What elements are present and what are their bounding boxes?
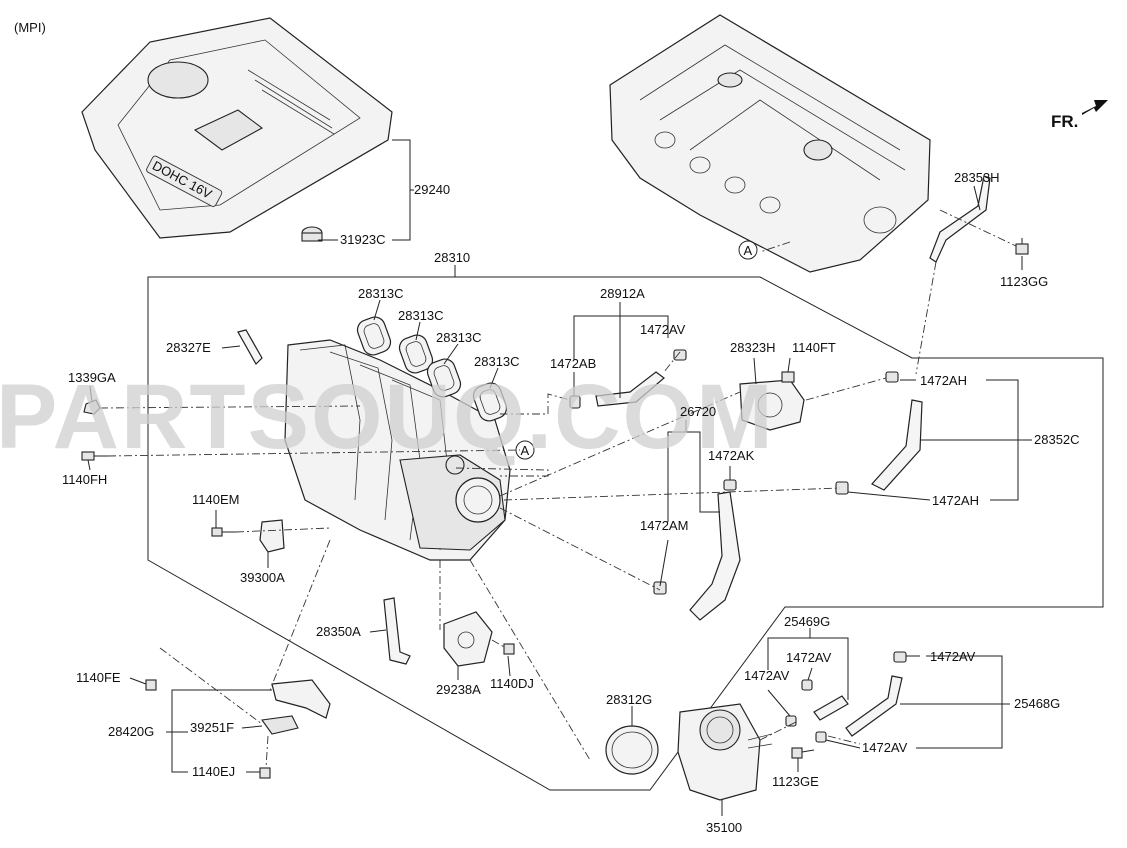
part-label-1472AV-right[interactable]: 1472AV	[930, 649, 976, 664]
part-label-28313C-4[interactable]: 28313C	[474, 354, 520, 369]
clamp-1472AH-top[interactable]	[885, 371, 899, 383]
part-label-1472AH-bottom[interactable]: 1472AH	[932, 493, 979, 508]
part-label-25469G[interactable]: 25469G	[784, 614, 830, 629]
part-label-31923C[interactable]: 31923C	[340, 232, 386, 247]
clamp-1472AV-right[interactable]	[893, 651, 907, 663]
part-label-28313C-2[interactable]: 28313C	[398, 308, 444, 323]
hose-28352C[interactable]	[871, 399, 923, 491]
clamp-1472AV-low[interactable]	[815, 731, 827, 743]
part-label-28352C[interactable]: 28352C	[1034, 432, 1080, 447]
bolt-1140FT[interactable]	[781, 371, 795, 383]
gasket-3[interactable]	[425, 356, 464, 399]
intake-manifold[interactable]	[284, 339, 511, 561]
part-label-1140DJ[interactable]: 1140DJ	[490, 676, 534, 691]
part-label-28420G[interactable]: 28420G	[108, 724, 154, 739]
part-label-1123GE[interactable]: 1123GE	[772, 774, 819, 789]
part-label-1472AV-top[interactable]: 1472AV	[640, 322, 686, 337]
front-direction-label: FR.	[1051, 112, 1078, 131]
part-label-29240[interactable]: 29240	[414, 182, 450, 197]
part-label-28323H[interactable]: 28323H	[730, 340, 776, 355]
hose-28912A[interactable]	[595, 371, 665, 407]
clamp-1472AM[interactable]	[653, 581, 667, 595]
part-label-25468G[interactable]: 25468G	[1014, 696, 1060, 711]
part-label-28912A[interactable]: 28912A	[600, 286, 645, 301]
bracket-28420G[interactable]	[271, 679, 331, 719]
nut-1339GA[interactable]	[83, 399, 101, 415]
ref-marker-A-head: A	[738, 240, 758, 260]
part-label-28313C-1[interactable]: 28313C	[358, 286, 404, 301]
grommet-31923C[interactable]	[301, 226, 323, 242]
part-label-1472AH-top[interactable]: 1472AH	[920, 373, 967, 388]
bolt-1140DJ[interactable]	[503, 643, 515, 655]
leader-lines	[87, 139, 1032, 816]
clamp-1472AV-mid[interactable]	[801, 679, 813, 691]
part-label-28350A[interactable]: 28350A	[316, 624, 361, 639]
pipe-25469G[interactable]	[813, 695, 849, 721]
gasket-2[interactable]	[397, 332, 436, 375]
part-label-28353H[interactable]: 28353H	[954, 170, 1000, 185]
clamp-1472AV-top[interactable]	[673, 349, 687, 361]
part-labels: 29240 31923C 28310 28313C 28313C 28313C …	[62, 170, 1080, 835]
bolt-1123GG[interactable]	[1015, 238, 1029, 255]
part-label-29238A[interactable]: 29238A	[436, 682, 481, 697]
part-label-28327E[interactable]: 28327E	[166, 340, 211, 355]
clamp-1472AH-bottom[interactable]	[835, 481, 849, 495]
part-label-28310[interactable]: 28310	[434, 250, 470, 265]
part-label-1472AB[interactable]: 1472AB	[550, 356, 596, 371]
gasket-4[interactable]	[471, 380, 510, 423]
watermark: PARTSOUQ.COM	[0, 366, 775, 468]
part-label-1472AV-left[interactable]: 1472AV	[744, 668, 790, 683]
gasket-28312G[interactable]	[605, 725, 659, 775]
svg-text:A: A	[521, 443, 530, 458]
clamp-1472AB[interactable]	[569, 395, 581, 409]
bolt-1123GE[interactable]	[791, 747, 815, 759]
engine-cover[interactable]: DOHC 16V	[81, 17, 393, 239]
part-label-1472AV-mid[interactable]: 1472AV	[786, 650, 832, 665]
throttle-body-35100[interactable]	[677, 703, 773, 801]
hose-26720[interactable]	[689, 491, 741, 621]
part-label-1339GA[interactable]: 1339GA	[68, 370, 116, 385]
bolt-1140FE[interactable]	[145, 679, 157, 691]
part-label-1140FH[interactable]: 1140FH	[62, 472, 107, 487]
hose-25468G[interactable]	[845, 675, 903, 737]
part-label-1472AM[interactable]: 1472AM	[640, 518, 688, 533]
bolt-1140EM[interactable]	[211, 527, 236, 537]
variant-label: (MPI)	[14, 20, 46, 35]
svg-text:A: A	[744, 243, 753, 258]
bolt-1140EJ[interactable]	[259, 767, 271, 779]
ref-marker-A-manifold: A	[515, 440, 535, 460]
gasket-1[interactable]	[355, 314, 394, 357]
part-label-1140EJ[interactable]: 1140EJ	[192, 764, 235, 779]
part-label-1472AV-low[interactable]: 1472AV	[862, 740, 908, 755]
hose-28350A[interactable]	[383, 597, 411, 665]
part-label-1472AK[interactable]: 1472AK	[708, 448, 755, 463]
bracket-39251F[interactable]	[261, 715, 299, 735]
part-label-39300A[interactable]: 39300A	[240, 570, 285, 585]
part-label-28312G[interactable]: 28312G	[606, 692, 652, 707]
cylinder-head	[609, 14, 931, 273]
connection-lines	[99, 209, 1017, 769]
part-label-1123GG[interactable]: 1123GG	[1000, 274, 1048, 289]
clamp-1472AK[interactable]	[723, 479, 737, 491]
assembly-outline-28310	[147, 276, 1104, 791]
part-label-26720[interactable]: 26720	[680, 404, 716, 419]
part-label-39251F[interactable]: 39251F	[190, 720, 234, 735]
part-label-1140FT[interactable]: 1140FT	[792, 340, 836, 355]
part-label-35100[interactable]: 35100	[706, 820, 742, 835]
part-label-1140EM[interactable]: 1140EM	[192, 492, 239, 507]
hose-28327E[interactable]	[237, 329, 263, 365]
valve-29238A[interactable]	[443, 611, 493, 667]
valve-28323H[interactable]	[739, 379, 805, 431]
part-label-1140FE[interactable]: 1140FE	[76, 670, 121, 685]
sensor-39300A[interactable]	[259, 519, 285, 553]
front-arrow-icon	[1082, 100, 1108, 115]
part-label-28313C-3[interactable]: 28313C	[436, 330, 482, 345]
